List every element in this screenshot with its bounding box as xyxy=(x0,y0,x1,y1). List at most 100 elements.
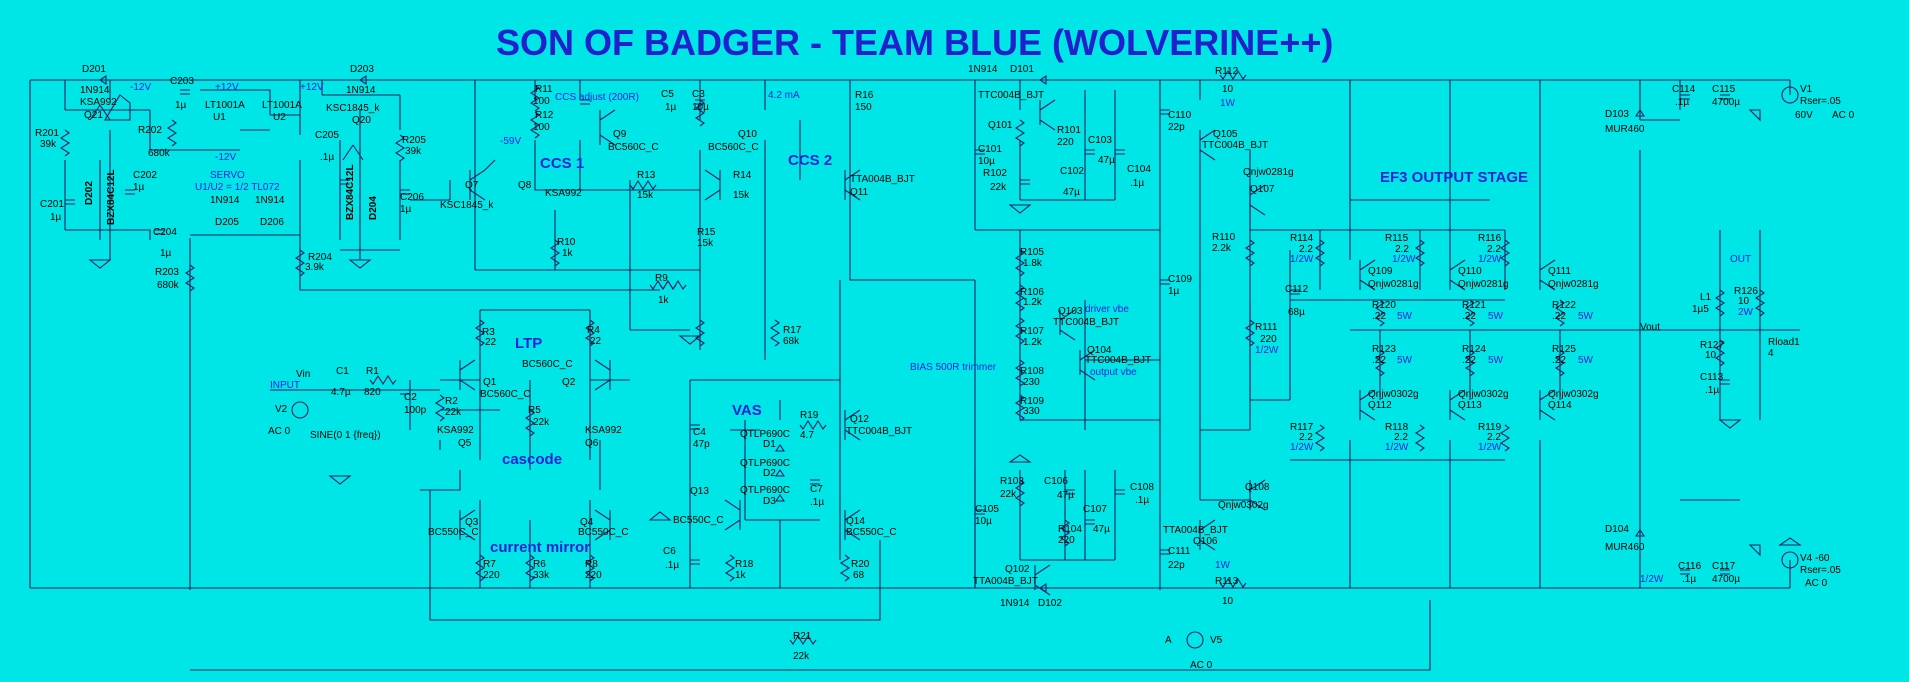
ref-R115: R115 xyxy=(1385,233,1409,244)
val-R20: 68 xyxy=(853,570,865,581)
val-C7: .1µ xyxy=(810,497,824,508)
w-R120: 5W xyxy=(1397,311,1413,322)
label-out: OUT xyxy=(1730,254,1751,265)
val-R116: 2.2 xyxy=(1487,244,1501,255)
val-R10: 1k xyxy=(562,248,574,259)
ref-C101: C101 xyxy=(978,144,1002,155)
ref-R126: R126 xyxy=(1734,286,1758,297)
ref-R112: R112 xyxy=(1215,66,1239,77)
w-R124: 5W xyxy=(1488,355,1504,366)
part-Q11: TTA004B_BJT xyxy=(850,174,915,185)
label-ltp: LTP xyxy=(515,335,542,352)
val-V1: 60V xyxy=(1795,110,1813,121)
ref-C202: C202 xyxy=(133,170,157,181)
led-part-3: QTLP690C xyxy=(740,485,790,496)
val-R110: 2.2k xyxy=(1212,243,1232,254)
val-C117: 4700µ xyxy=(1712,574,1740,585)
rail-m59: -59V xyxy=(500,136,521,147)
input-stage-labels: R11 100 R12 100 -59V Q9 BC560C_C Q7 KSC1… xyxy=(268,84,716,581)
w-R121: 5W xyxy=(1488,311,1504,322)
ref-Rload: Rload1 xyxy=(1768,337,1800,348)
val-D205: 1N914 xyxy=(210,195,240,206)
w-R116: 1/2W xyxy=(1478,254,1502,265)
part-Q114: Qnjw0302g xyxy=(1548,389,1599,400)
ref-Q108: Q108 xyxy=(1245,482,1270,493)
val-C101: 10µ xyxy=(978,156,995,167)
ref-C3: C3 xyxy=(692,89,705,100)
ref-R20: R20 xyxy=(851,559,870,570)
part-Q113: Qnjw0302g xyxy=(1458,389,1509,400)
rail-m12: -12V xyxy=(130,82,151,93)
label-ef3: EF3 OUTPUT STAGE xyxy=(1380,169,1528,186)
val-C110: 22p xyxy=(1168,122,1185,133)
ref-Q103: Q103 xyxy=(1058,306,1083,317)
ref-C4: C4 xyxy=(693,427,706,438)
schematic-title: SON OF BADGER - TEAM BLUE (WOLVERINE++) xyxy=(496,22,1333,63)
ref-Q9: Q9 xyxy=(613,129,627,140)
val-R101: 220 xyxy=(1057,137,1074,148)
part-Q12: TTC004B_BJT xyxy=(846,426,912,437)
val-D206: 1N914 xyxy=(255,195,285,206)
label-vout: Vout xyxy=(1640,322,1660,333)
label-ccs-adjust: CCS adjust (200R) xyxy=(555,92,639,103)
val-C203: 1µ xyxy=(175,100,187,111)
ref-R104: R104 xyxy=(1058,524,1082,535)
label-current-mirror: current mirror xyxy=(490,539,590,556)
ref-C114: C114 xyxy=(1672,84,1696,95)
w-R125: 5W xyxy=(1578,355,1594,366)
ref-R114: R114 xyxy=(1290,233,1314,244)
ref-V4: V4 -60 xyxy=(1800,553,1830,564)
ref-C113: C113 xyxy=(1700,372,1724,383)
ref-Q11: Q11 xyxy=(850,187,869,198)
ref-Q105: Q105 xyxy=(1213,129,1238,140)
part-Q109: Qnjw0281g xyxy=(1368,279,1419,290)
ref-Q10: Q10 xyxy=(738,129,757,140)
part-Q112: Qnjw0302g xyxy=(1368,389,1419,400)
part-Q6: KSA992 xyxy=(585,425,622,436)
val-C204: 1µ xyxy=(160,248,172,259)
ref-R21: R21 xyxy=(793,631,812,642)
val-R13: 15k xyxy=(637,190,654,201)
ref-Q21: Q21 xyxy=(84,110,103,121)
val-R8: 220 xyxy=(585,570,602,581)
w-R119: 1/2W xyxy=(1478,442,1502,453)
part-D103: MUR460 xyxy=(1605,124,1645,135)
val-R103: 22k xyxy=(1000,489,1017,500)
ref-R113: R113 xyxy=(1215,576,1239,587)
ref-Q109: Q109 xyxy=(1368,266,1393,277)
ref-R4: R4 xyxy=(587,325,600,336)
ref-D102: D102 xyxy=(1038,598,1062,609)
ref-Q7: Q7 xyxy=(465,180,479,191)
ac-V5: AC 0 xyxy=(1190,660,1213,671)
val-R14: 15k xyxy=(733,190,750,201)
val-C206: 1µ xyxy=(400,204,412,215)
val-R4: 22 xyxy=(590,336,602,347)
val-R11: 100 xyxy=(533,96,550,107)
val-C102: 47µ xyxy=(1063,187,1080,198)
val-R118: 2.2 xyxy=(1394,432,1408,443)
a-V5: A xyxy=(1165,635,1172,646)
val-C202: 1µ xyxy=(133,182,145,193)
label-output-vbe: output vbe xyxy=(1090,367,1137,378)
part-Q102: TTA004B_BJT xyxy=(973,576,1038,587)
ref-Q4: Q4 xyxy=(580,517,594,528)
rser-V4: Rser=.05 xyxy=(1800,565,1841,576)
ref-R204: R204 xyxy=(308,252,332,263)
ref-Q106: Q106 xyxy=(1193,536,1218,547)
ref-R18: R18 xyxy=(735,559,754,570)
ref-R122: R122 xyxy=(1552,300,1576,311)
val-R126: 10 xyxy=(1738,296,1750,307)
ref-D202: D202 xyxy=(84,181,95,205)
ref-C203: C203 xyxy=(170,76,194,87)
ref-R14: R14 xyxy=(733,170,752,181)
val-C115: 4700µ xyxy=(1712,97,1740,108)
ref-R109: R109 xyxy=(1020,396,1044,407)
val-R122: .22 xyxy=(1552,311,1566,322)
ref-R15: R15 xyxy=(697,227,716,238)
ref-D2: D2 xyxy=(763,468,776,479)
ref-C104: C104 xyxy=(1127,164,1151,175)
ref-D101: D101 xyxy=(1010,64,1034,75)
ref-Q111: Q111 xyxy=(1548,266,1571,277)
